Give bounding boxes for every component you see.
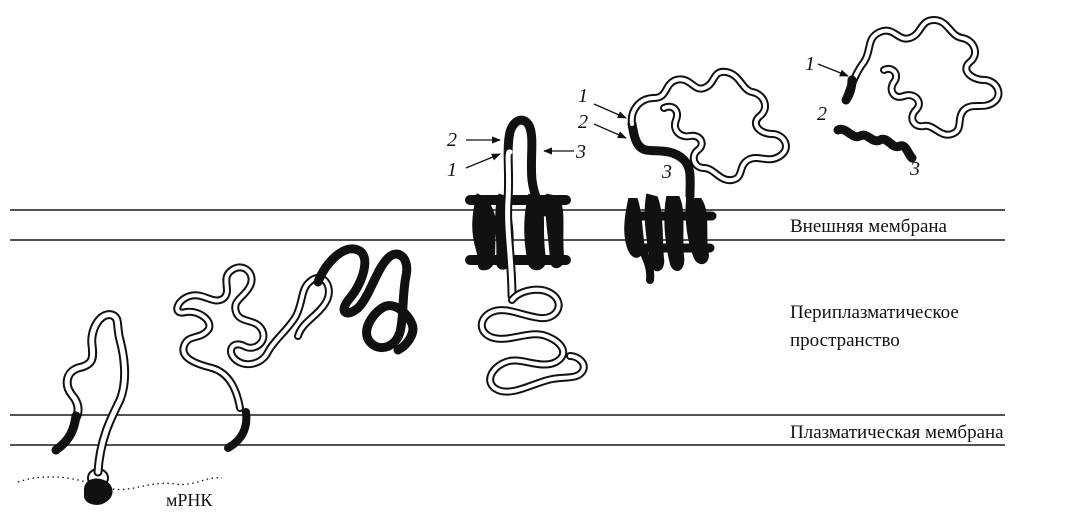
mrna-label: мРНК: [166, 490, 213, 510]
free-beta-domain: [838, 129, 912, 158]
mrna-strand: [18, 477, 222, 490]
inner-membrane-label: Плазматическая мембрана: [790, 422, 1004, 443]
autotransporter-domain: [318, 249, 413, 350]
annotation-stage5: 1 2 3: [805, 53, 920, 180]
outer-membrane-barrel-translocation: [470, 120, 584, 392]
label-2-stage4: 2: [578, 111, 588, 133]
annotation-stage3: 2 1 3: [447, 129, 586, 181]
label-1-stage3: 1: [447, 159, 457, 181]
outer-membrane-label: Внешняя мембрана: [790, 216, 948, 237]
label-1-stage5: 1: [805, 53, 815, 75]
label-2-stage3: 2: [447, 129, 457, 151]
label-3-stage4: 3: [661, 161, 672, 183]
surface-folded-passenger: [626, 72, 786, 280]
periplasm-label-line2: пространство: [790, 330, 900, 351]
periplasmic-folding-chain: [177, 249, 413, 448]
label-2-stage5: 2: [817, 103, 827, 125]
released-passenger-domain: [846, 20, 999, 135]
nascent-precursor-chain: [56, 315, 125, 472]
cleaved-signal-peptide: [228, 412, 246, 448]
label-3-stage5: 3: [909, 158, 920, 180]
label-1-stage4: 1: [578, 85, 588, 107]
label-3-stage3: 3: [575, 141, 586, 163]
periplasm-label-line1: Периплазматическое: [790, 302, 959, 323]
